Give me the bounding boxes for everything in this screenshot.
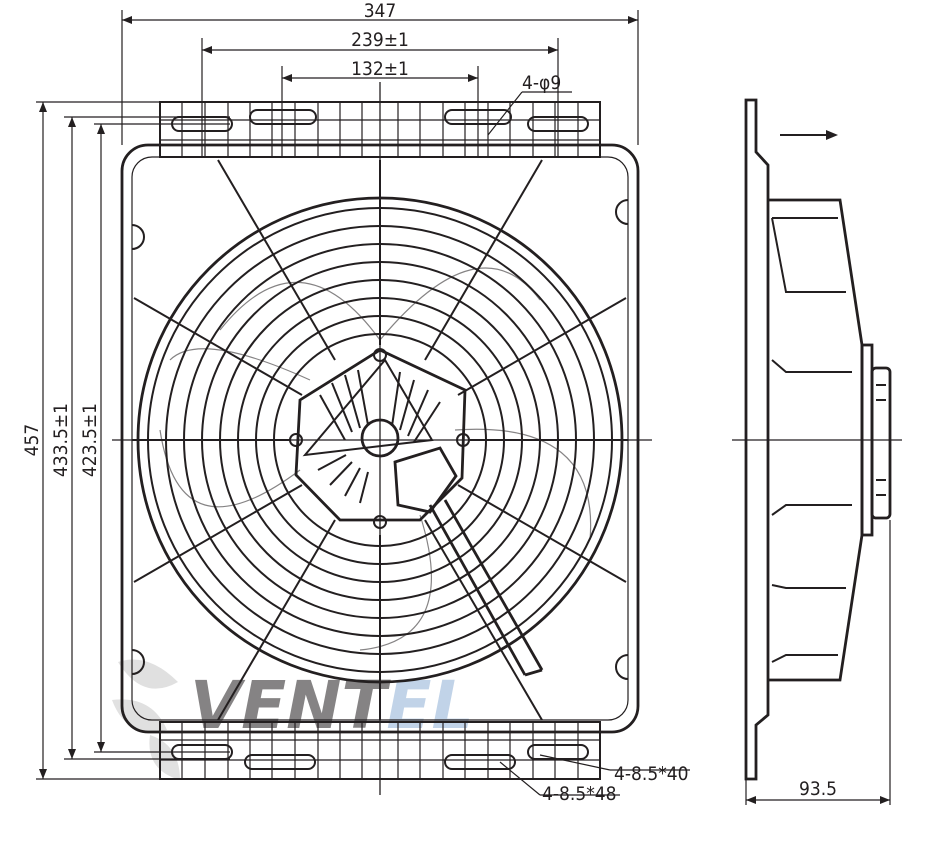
dim-height-423: 423.5±1 <box>79 403 101 477</box>
mount-slot-bottom-3 <box>444 754 516 770</box>
motor-cooling-fins <box>317 369 441 504</box>
side-view <box>732 98 902 805</box>
dimensions-front <box>36 10 690 796</box>
dim-top-holes: 4-φ9 <box>522 72 561 94</box>
dimension-arrows <box>39 16 638 779</box>
side-blade-lines <box>771 217 852 663</box>
centerlines-front <box>112 82 652 795</box>
dim-mid-spacing: 239±1 <box>351 29 409 51</box>
dim-overall-width: 347 <box>364 0 397 22</box>
dim-slot-40: 4-8.5*40 <box>614 763 689 785</box>
power-cable <box>428 499 544 677</box>
dim-inner-spacing: 132±1 <box>351 58 409 80</box>
dimensions-side <box>745 520 891 805</box>
dim-height-433: 433.5±1 <box>50 403 72 477</box>
mount-slot-bottom-2 <box>244 754 316 770</box>
front-view <box>112 82 652 795</box>
plate-side-notches <box>131 199 629 680</box>
mount-slot-bottom-4 <box>527 744 589 760</box>
dim-slot-48: 4-8.5*48 <box>542 783 617 805</box>
terminal-box <box>393 446 458 514</box>
dimension-labels: 347 239±1 132±1 4-φ9 457 433.5±1 423.5±1… <box>21 0 837 805</box>
fan-blades <box>159 267 592 651</box>
dim-depth: 93.5 <box>799 778 837 800</box>
side-motor-body <box>870 366 892 520</box>
side-flange <box>744 98 770 781</box>
dim-overall-height: 457 <box>21 424 43 457</box>
mount-slot-top-2 <box>249 109 317 125</box>
